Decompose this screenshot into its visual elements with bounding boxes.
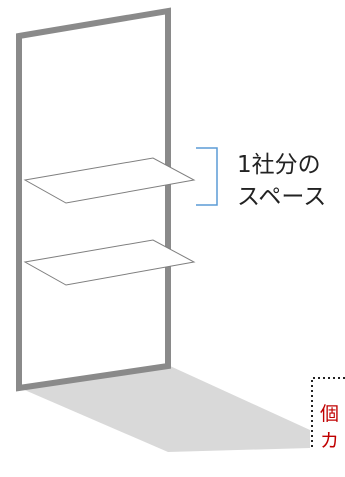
floor-area: [20, 366, 310, 452]
shelf-upper: [23, 157, 196, 204]
note-box-border: [311, 377, 345, 450]
space-caption-line1: 1社分の: [237, 152, 321, 178]
space-bracket: [196, 147, 218, 206]
rack-frame: [16, 7, 171, 392]
shelf-lower: [23, 239, 196, 286]
space-caption-line2: スペース: [237, 184, 326, 210]
note-text-line2: カ: [320, 430, 339, 452]
note-text-line1: 個: [320, 403, 339, 425]
